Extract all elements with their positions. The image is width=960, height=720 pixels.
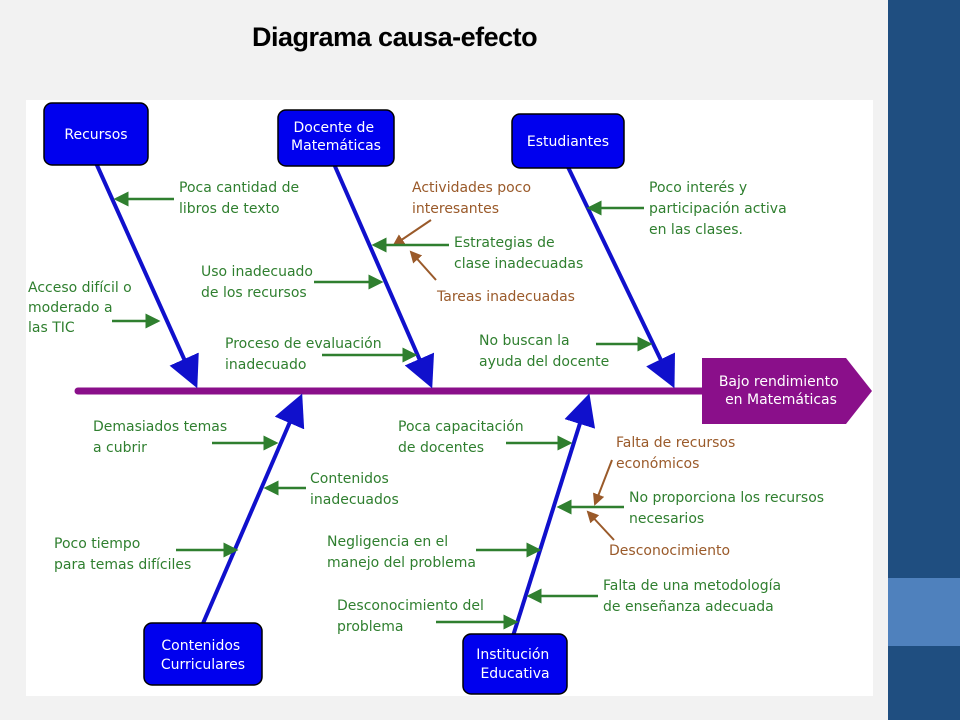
svg-text:Desconocimiento: Desconocimiento — [609, 543, 730, 559]
svg-text:Docente de Matemáticas: Docente de Matemáticas — [291, 120, 381, 154]
fishbone-diagram: Bajo rendimiento en Matemáticas Recursos… — [28, 102, 872, 695]
bone-estudiantes — [565, 164, 676, 389]
cause-tareas: Tareas inadecuadas — [409, 250, 575, 305]
bone-institucion — [511, 393, 596, 637]
category-recursos: Recursos — [43, 102, 149, 166]
cause-desconocimiento-sub: Desconocimiento — [586, 510, 730, 559]
svg-text:Recursos: Recursos — [64, 127, 127, 143]
bone-contenidos — [199, 393, 305, 629]
effect-box: Bajo rendimiento en Matemáticas — [702, 358, 872, 424]
bone-recursos — [94, 162, 199, 389]
category-institucion: Institución Educativa — [462, 633, 568, 695]
svg-text:Institución Educativa: Institución Educativa — [476, 647, 554, 682]
category-docente: Docente de Matemáticas — [277, 109, 395, 167]
slide-side-bar-accent — [888, 578, 960, 646]
category-estudiantes: Estudiantes — [511, 113, 625, 169]
svg-text:Tareas inadecuadas: Tareas inadecuadas — [436, 289, 575, 305]
diagram-canvas: Bajo rendimiento en Matemáticas Recursos… — [26, 100, 873, 696]
slide-title: Diagrama causa-efecto — [252, 22, 538, 52]
bone-docente — [332, 163, 435, 389]
svg-text:Estudiantes: Estudiantes — [527, 134, 609, 150]
svg-text:Contenidos Curriculares: Contenidos Curriculares — [161, 638, 245, 673]
category-contenidos: Contenidos Curriculares — [143, 622, 263, 686]
effect-label: Bajo rendimiento en Matemáticas — [719, 374, 843, 408]
